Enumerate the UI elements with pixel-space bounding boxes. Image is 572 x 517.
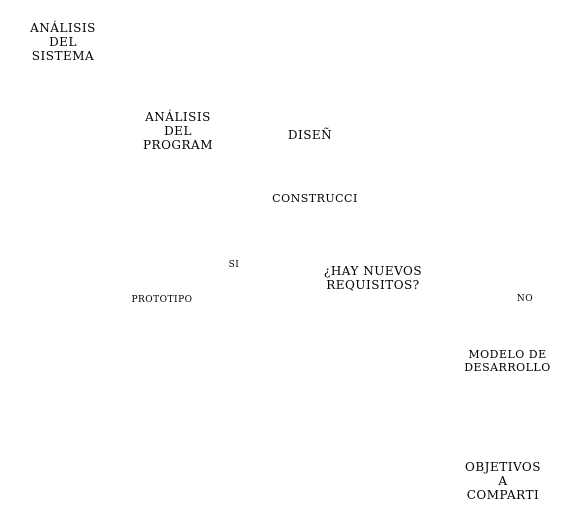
node-analisis-sistema-line-1: ANÁLISIS [30, 21, 96, 35]
node-modelo-line-1: MODELO DE [468, 348, 547, 361]
node-objetivos-line-1: OBJETIVOS [465, 460, 541, 474]
node-construccion-label: CONSTRUCCI [272, 192, 358, 205]
node-hay-nuevos-requisitos: ¿HAY NUEVOS REQUISITOS? [308, 264, 438, 293]
node-objetivos-line-2: A [498, 473, 508, 488]
node-analisis-programa-line-1: ANÁLISIS [145, 110, 211, 124]
node-analisis-programa-line-3: PROGRAM [142, 137, 214, 152]
node-analisis-programa-line-2: DEL [164, 123, 192, 138]
node-modelo-desarrollo: MODELO DE DESARROLLO [455, 348, 560, 374]
node-no-label: NO [510, 294, 540, 304]
node-si-text: SI [228, 260, 240, 270]
node-analisis-sistema-line-3: SISTEMA [31, 48, 95, 63]
node-prototipo-label: PROTOTIPO [131, 295, 193, 305]
node-modelo-line-2: DESARROLLO [464, 360, 551, 374]
node-hay-nuevos-line-1: ¿HAY NUEVOS [323, 264, 423, 278]
node-diseno-label: DISEÑ [287, 128, 333, 142]
node-objetivos-compartir: OBJETIVOS A COMPARTI [448, 460, 558, 502]
node-diseno: DISEÑ [280, 128, 340, 143]
node-no-text: NO [516, 294, 534, 304]
node-si-label: SI [222, 260, 246, 270]
node-objetivos-line-3: COMPARTI [466, 487, 540, 502]
node-analisis-sistema: ANÁLISIS DEL SISTEMA [18, 21, 108, 63]
node-analisis-sistema-line-2: DEL [49, 34, 77, 49]
node-hay-nuevos-line-2: REQUISITOS? [326, 277, 420, 292]
node-prototipo: PROTOTIPO [122, 295, 202, 305]
node-analisis-programa: ANÁLISIS DEL PROGRAM [128, 110, 228, 152]
node-construccion: CONSTRUCCI [255, 192, 375, 206]
